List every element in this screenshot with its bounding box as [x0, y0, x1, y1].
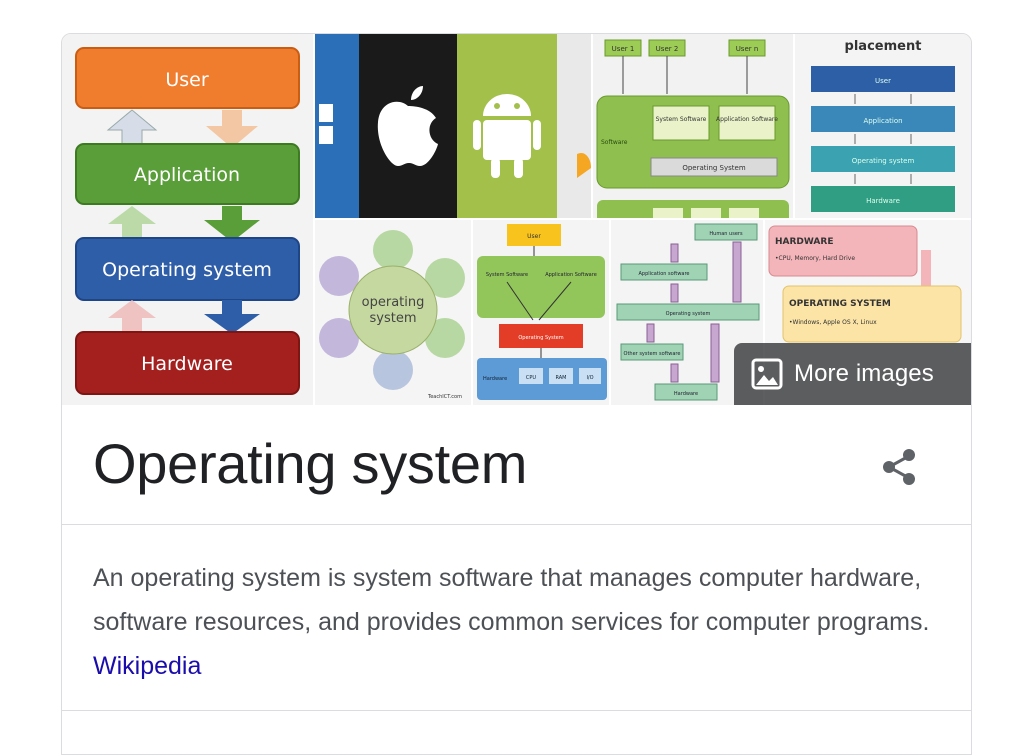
- svg-text:User: User: [527, 233, 541, 240]
- image-thumbnail-placement[interactable]: placement User Application Operating sys…: [795, 34, 971, 218]
- placement-title: placement: [845, 39, 922, 54]
- svg-text:User 2: User 2: [656, 45, 679, 53]
- svg-text:•CPU, Memory, Hard Drive: •CPU, Memory, Hard Drive: [775, 255, 855, 262]
- os-logos-image: [315, 34, 591, 218]
- share-icon: [883, 449, 915, 485]
- svg-text:System Software: System Software: [656, 116, 707, 123]
- svg-text:Hardware: Hardware: [674, 391, 698, 397]
- svg-text:CPU: CPU: [526, 375, 537, 381]
- svg-text:I/O: I/O: [586, 375, 593, 381]
- svg-text:RAM: RAM: [555, 375, 566, 381]
- svg-text:Operating System: Operating System: [682, 164, 746, 172]
- software-diagram: User 1 User 2 User n Software System Sof…: [593, 34, 793, 218]
- svg-text:Operating system: Operating system: [852, 157, 915, 165]
- svg-text:User 1: User 1: [612, 45, 635, 53]
- svg-text:Application Software: Application Software: [545, 272, 597, 278]
- divider: [62, 710, 971, 711]
- description: An operating system is system software t…: [93, 556, 933, 688]
- image-thumbnail-os-layers[interactable]: User Application Operating system Hardwa…: [62, 34, 313, 405]
- more-images-button[interactable]: More images: [734, 343, 971, 405]
- svg-text:OPERATING SYSTEM: OPERATING SYSTEM: [789, 299, 891, 309]
- android-icon: [473, 94, 541, 178]
- layer-application-label: Application: [134, 164, 240, 186]
- layer-user-label: User: [165, 69, 208, 91]
- image-thumbnail-software-diagram[interactable]: User 1 User 2 User n Software System Sof…: [593, 34, 793, 218]
- svg-text:Other system software: Other system software: [624, 351, 681, 357]
- layer-os-label: Operating system: [102, 259, 272, 281]
- knowledge-panel: User Application Operating system Hardwa…: [61, 33, 972, 755]
- apple-icon: [377, 86, 438, 166]
- image-thumbnail-os-logos[interactable]: [315, 34, 591, 218]
- title-row: Operating system: [62, 405, 971, 525]
- more-images-label: More images: [794, 360, 934, 387]
- svg-text:User: User: [875, 77, 891, 85]
- svg-text:Human users: Human users: [709, 231, 743, 237]
- svg-text:Hardware: Hardware: [866, 197, 900, 205]
- image-icon: [751, 358, 783, 390]
- svg-text:Application Software: Application Software: [716, 116, 778, 123]
- circle-center-label: operating: [362, 295, 425, 310]
- page-title: Operating system: [93, 432, 528, 495]
- svg-text:TeachICT.com: TeachICT.com: [427, 394, 462, 400]
- svg-text:Operating system: Operating system: [666, 311, 711, 317]
- image-thumbnail-circle-diagram[interactable]: operating system TeachICT.com: [315, 220, 471, 405]
- image-thumbnail-stack-diagram[interactable]: User System Software Application Softwar…: [473, 220, 609, 405]
- wikipedia-link[interactable]: Wikipedia: [93, 652, 202, 680]
- svg-text:system: system: [370, 311, 417, 326]
- share-button[interactable]: [878, 446, 920, 488]
- circle-diagram: operating system TeachICT.com: [315, 220, 471, 405]
- svg-text:Operating System: Operating System: [518, 335, 563, 341]
- svg-text:System Software: System Software: [486, 272, 528, 278]
- os-layers-diagram: User Application Operating system Hardwa…: [62, 34, 313, 405]
- stack-diagram: User System Software Application Softwar…: [473, 220, 609, 405]
- svg-text:User n: User n: [736, 45, 759, 53]
- layer-hardware-label: Hardware: [141, 353, 233, 375]
- description-text: An operating system is system software t…: [93, 564, 930, 636]
- svg-text:•Windows, Apple OS X, Linux: •Windows, Apple OS X, Linux: [789, 319, 877, 326]
- svg-text:Hardware: Hardware: [483, 376, 507, 382]
- svg-text:Application software: Application software: [639, 271, 690, 277]
- svg-text:HARDWARE: HARDWARE: [775, 237, 833, 247]
- svg-text:Software: Software: [601, 139, 628, 146]
- svg-text:Application: Application: [863, 117, 902, 125]
- placement-diagram: placement User Application Operating sys…: [795, 34, 971, 218]
